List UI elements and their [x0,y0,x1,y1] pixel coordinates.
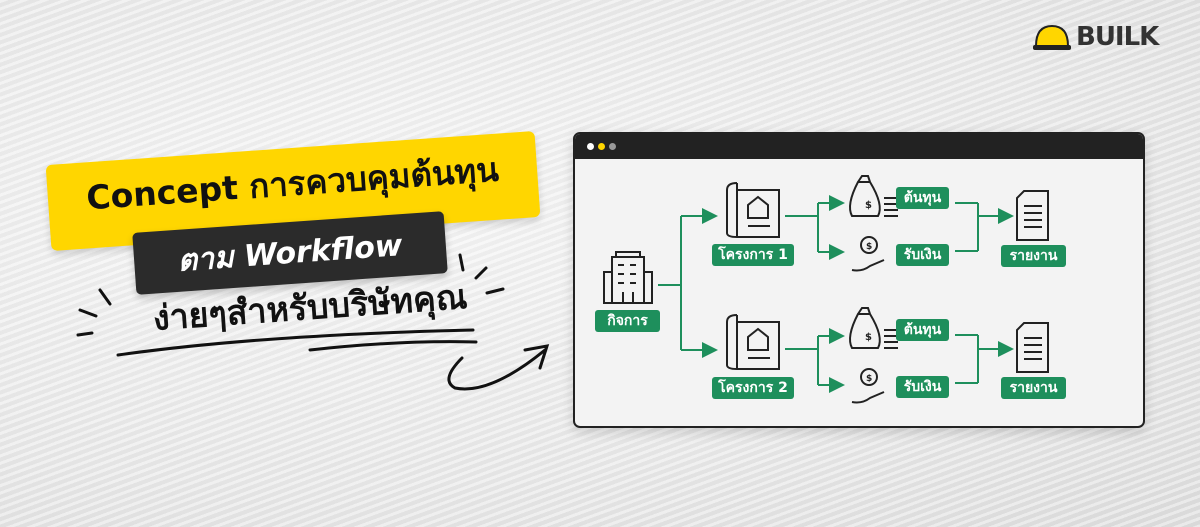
builk-logo: BUILK [1032,20,1159,54]
arrow-head [523,344,550,370]
underline [308,340,478,352]
label-project-1: โครงการ 1 [712,244,794,266]
dollar-sign: $ [865,200,872,211]
building-icon [603,251,653,304]
label-project-2: โครงการ 2 [712,377,794,399]
spark-line [485,287,505,295]
hand-coin-icon [851,236,885,272]
window-dot-gray [609,143,616,150]
label-report-1: รายงาน [1001,245,1066,267]
label-income-2: รับเงิน [896,376,949,398]
spark-line [98,288,112,306]
window-titlebar [575,134,1143,159]
spark-line [78,308,98,318]
label-report-2: รายงาน [1001,377,1066,399]
underline [116,328,475,357]
label-business: กิจการ [595,310,660,332]
money-bag-icon [849,307,898,349]
dollar-sign: $ [866,374,872,384]
helmet-icon [1033,24,1071,50]
connector [658,216,682,350]
hand-coin-icon [851,368,885,404]
spark-line [458,253,465,272]
dollar-sign: $ [866,242,872,252]
money-bag-icon [849,175,898,217]
window-dot-yellow [598,143,605,150]
arrow-curve [447,348,547,391]
project-1-flow [785,195,1014,260]
label-cost-1: ต้นทุน [896,187,949,209]
dollar-sign: $ [865,332,872,343]
logo-text: BUILK [1076,22,1159,52]
window-dot-white [587,143,594,150]
spark-line [474,266,488,280]
blueprint-icon [726,314,780,370]
spark-line [76,331,94,337]
project-2-flow [785,328,1014,393]
label-income-1: รับเงิน [896,244,949,266]
blueprint-icon [726,182,780,238]
document-icon [1016,190,1049,241]
label-cost-2: ต้นทุน [896,319,949,341]
document-icon [1016,322,1049,373]
